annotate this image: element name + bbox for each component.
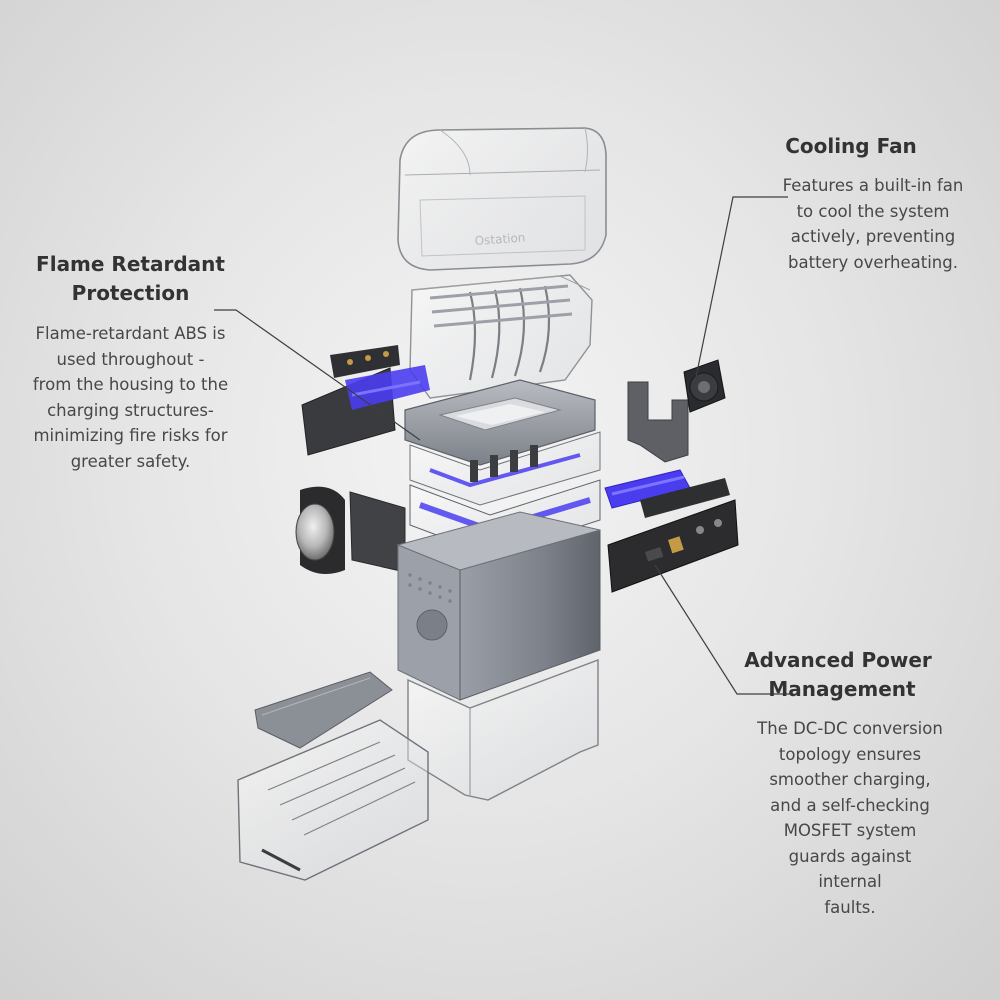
top-housing-shell: Ostation (397, 127, 607, 271)
power-leader-line (654, 564, 790, 695)
power-management-description: The DC-DC conversion topology ensures sm… (757, 719, 943, 917)
power-management-pcb (607, 478, 739, 593)
side-fan-disc (295, 486, 345, 574)
power-management-callout: Advanced Power Management The DC-DC conv… (744, 646, 955, 920)
cooling-fan (683, 359, 726, 413)
cooling-fan-heading: Cooling Fan (785, 134, 917, 158)
cooling-fan-description: Features a built-in fan to cool the syst… (782, 176, 964, 272)
left-side-bracket (301, 345, 430, 456)
main-metal-body (396, 511, 601, 701)
fan-leader-line (694, 196, 788, 383)
flame-retardant-callout: Flame Retardant Protection Flame-retarda… (18, 250, 243, 474)
brand-engraving: Ostation (474, 230, 526, 248)
flame-retardant-description: Flame-retardant ABS is used throughout -… (32, 324, 229, 471)
leader-lines (214, 196, 790, 695)
battery-cell-module (409, 274, 593, 399)
flame-leader-line (214, 309, 421, 441)
cooling-fan-callout: Cooling Fan Features a built-in fan to c… (768, 132, 978, 275)
right-side-bracket (627, 381, 689, 463)
flame-retardant-heading: Flame Retardant Protection (36, 252, 225, 305)
left-cover-plate (349, 491, 406, 573)
battery-lid-plate (254, 671, 393, 749)
power-management-heading: Advanced Power Management (744, 648, 932, 701)
lower-battery-compartment (237, 719, 429, 881)
